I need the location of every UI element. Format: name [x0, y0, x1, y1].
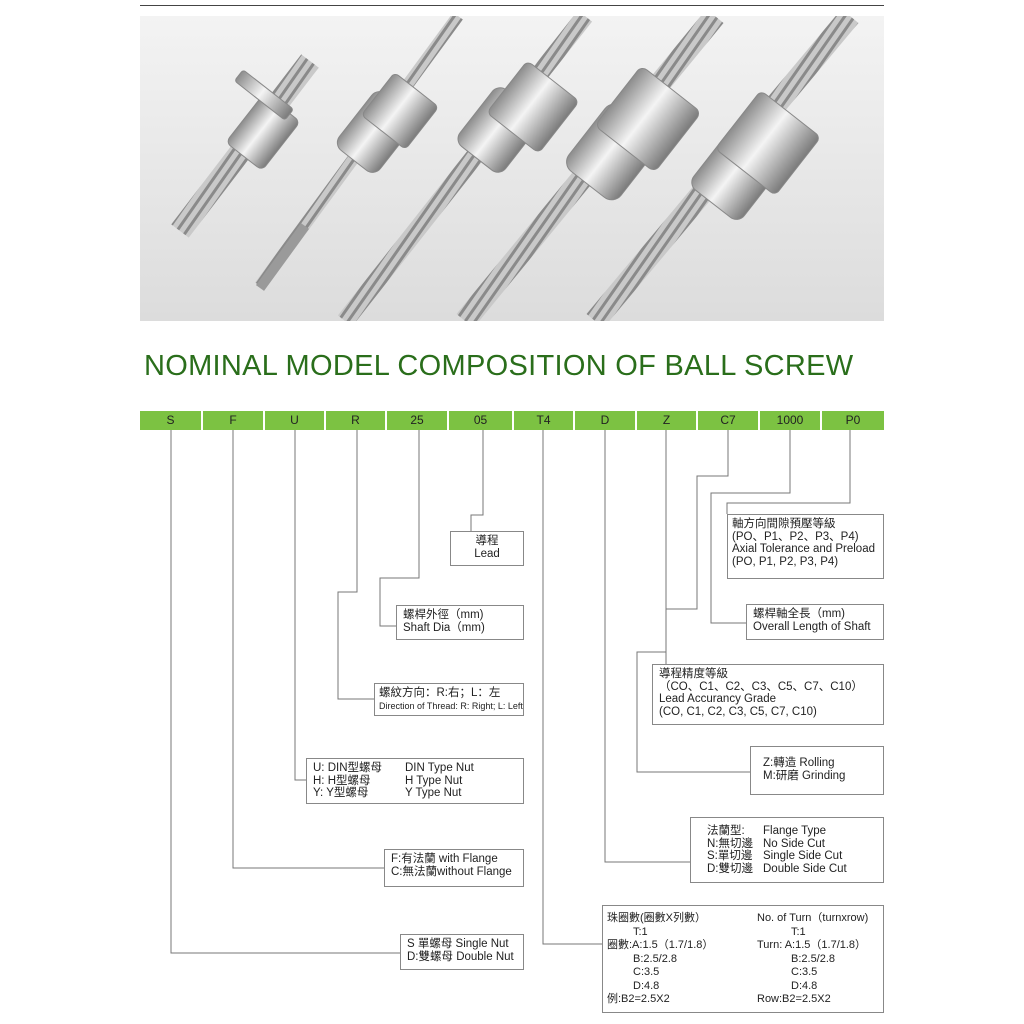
nut-type-u: U: DIN型螺母: [313, 762, 382, 774]
code-cell-process: Z: [637, 411, 696, 430]
code-cell-f: F: [203, 411, 263, 430]
lead-box: 導程 Lead: [450, 531, 524, 566]
shaft-dia-en: Shaft Dia（mm): [403, 621, 485, 634]
thread-direction-box: 螺紋方向：R:右；L：左 Direction of Thread: R: Rig…: [374, 683, 524, 716]
flange-type-box: 法蘭型: Flange Type N:無切邊 No Side Cut S:單切邊 Si…: [690, 817, 884, 883]
turns-en-t: T:1: [791, 925, 806, 938]
accuracy-en: Lead Accurancy Grade: [659, 693, 776, 705]
process-grinding: M:研磨 Grinding: [763, 769, 846, 782]
process-box: Z:轉造 Rolling M:研磨 Grinding: [750, 746, 884, 795]
shaft-length-box: 螺桿軸全長（mm) Overall Length of Shaft: [746, 604, 884, 640]
shaft-dia-box: 螺桿外徑（mm) Shaft Dia（mm): [396, 605, 524, 640]
code-cell-turns: T4: [514, 411, 573, 430]
flange-without: C:無法蘭without Flange: [391, 865, 512, 878]
code-cell-dia: 25: [387, 411, 447, 430]
code-cell-s: S: [140, 411, 201, 430]
accuracy-zh: 導程精度等級: [659, 668, 728, 680]
turns-en-example: Row:B2=2.5X2: [757, 993, 831, 1005]
nut-type-u-en: DIN Type Nut: [405, 762, 474, 774]
ball-screw-photo: [140, 16, 884, 321]
flange-type-label: 法蘭型:: [707, 825, 745, 837]
code-cell-length: 1000: [760, 411, 820, 430]
length-en: Overall Length of Shaft: [753, 620, 871, 633]
turns-zh: 珠圈數(圈數X列數）: [607, 912, 706, 924]
connector-r: [337, 430, 374, 700]
single-nut: S 單螺母 Single Nut: [407, 938, 509, 950]
ball-screw-3: [337, 16, 593, 321]
preload-en: Axial Tolerance and Preload: [732, 543, 875, 555]
nut-type-y: Y: Y型螺母: [313, 787, 369, 799]
flange-type-n-en: No Side Cut: [763, 837, 826, 850]
accuracy-zh-grades: （CO、C1、C2、C3、C5、C7、C10）: [659, 680, 863, 693]
flange-type-s-en: Single Side Cut: [763, 850, 843, 862]
thread-zh: 螺紋方向：R:右；L：左: [379, 687, 501, 699]
flange-type-d: D:雙切邊: [707, 862, 753, 875]
lead-accuracy-box: 導程精度等級 （CO、C1、C2、C3、C5、C7、C10） Lead Accu…: [652, 664, 884, 725]
preload-en-grades: (PO, P1, P2, P3, P4): [732, 555, 839, 568]
code-cell-preload: P0: [822, 411, 884, 430]
connector-u: [294, 430, 306, 781]
turns-zh-d: D:4.8: [633, 979, 660, 992]
code-cell-accuracy: C7: [698, 411, 758, 430]
preload-zh: 軸方向間隙預壓等級: [732, 518, 836, 530]
turns-zh-a: 圈數:A:1.5（1.7/1.8）: [607, 939, 714, 951]
turns-en-a: Turn: A:1.5（1.7/1.8）: [757, 939, 867, 951]
code-cell-u: U: [265, 411, 324, 430]
turns-zh-b: B:2.5/2.8: [633, 952, 678, 965]
turns-box: 珠圈數(圈數X列數） No. of Turn（turnxrow) T:1 T:1 圈…: [602, 905, 884, 1013]
code-cell-lead: 05: [449, 411, 512, 430]
lead-en: Lead: [474, 547, 500, 560]
accuracy-en-grades: (CO, C1, C2, C3, C5, C7, C10): [659, 705, 817, 718]
preload-box: 軸方向間隙預壓等級 (PO、P1、P2、P3、P4) Axial Toleran…: [727, 514, 884, 579]
single-double-nut-box: S 單螺母 Single Nut D:雙螺母 Double Nut: [400, 934, 524, 970]
turns-en: No. of Turn（turnxrow): [757, 912, 869, 924]
length-zh: 螺桿軸全長（mm): [753, 608, 845, 620]
connector-s: [170, 430, 400, 954]
ball-screw-1: [171, 54, 319, 238]
shaft-dia-zh: 螺桿外徑（mm): [403, 609, 484, 621]
connector-turns: [542, 430, 602, 945]
nut-type-h-en: H Type Nut: [405, 774, 463, 787]
ball-screw-2: [255, 16, 463, 291]
ball-screw-4: [456, 16, 724, 321]
turns-en-c: C:3.5: [791, 966, 818, 978]
page-title: NOMINAL MODEL COMPOSITION OF BALL SCREW: [144, 350, 854, 382]
connector-f: [232, 430, 384, 869]
flange-type-d-en: Double Side Cut: [763, 862, 847, 875]
turns-en-d: D:4.8: [791, 979, 818, 992]
flange-type-s: S:單切邊: [707, 850, 753, 862]
top-rule: [140, 0, 884, 6]
thread-en: Direction of Thread: R: Right; L: Left: [379, 700, 523, 711]
connector-flange-type: [604, 430, 690, 863]
nut-type-y-en: Y Type Nut: [405, 787, 462, 799]
connector-dia: [379, 430, 420, 627]
turns-zh-t: T:1: [633, 925, 648, 938]
connector-process: [636, 430, 750, 773]
preload-zh-grades: (PO、P1、P2、P3、P4): [732, 530, 859, 543]
flange-with: F:有法蘭 with Flange: [391, 853, 498, 865]
code-cell-flange-type: D: [575, 411, 635, 430]
connector-length: [710, 430, 791, 624]
turns-zh-c: C:3.5: [633, 966, 660, 978]
flange-type-label-en: Flange Type: [763, 825, 827, 837]
code-cell-r: R: [326, 411, 385, 430]
flange-type-n: N:無切邊: [707, 837, 753, 850]
double-nut: D:雙螺母 Double Nut: [407, 950, 514, 963]
connector-lead: [470, 430, 484, 531]
flange-box: F:有法蘭 with Flange C:無法蘭without Flange: [384, 849, 524, 887]
connector-preload: [726, 430, 851, 514]
process-rolling: Z:轉造 Rolling: [763, 757, 835, 769]
turns-zh-example: 例:B2=2.5X2: [607, 993, 670, 1005]
lead-zh: 導程: [475, 535, 499, 547]
connector-accuracy: [665, 430, 729, 664]
nut-type-h: H: H型螺母: [313, 774, 371, 787]
ball-screw-illustration: [171, 16, 859, 321]
ball-screw-5: [586, 16, 859, 321]
turns-en-b: B:2.5/2.8: [791, 952, 836, 965]
